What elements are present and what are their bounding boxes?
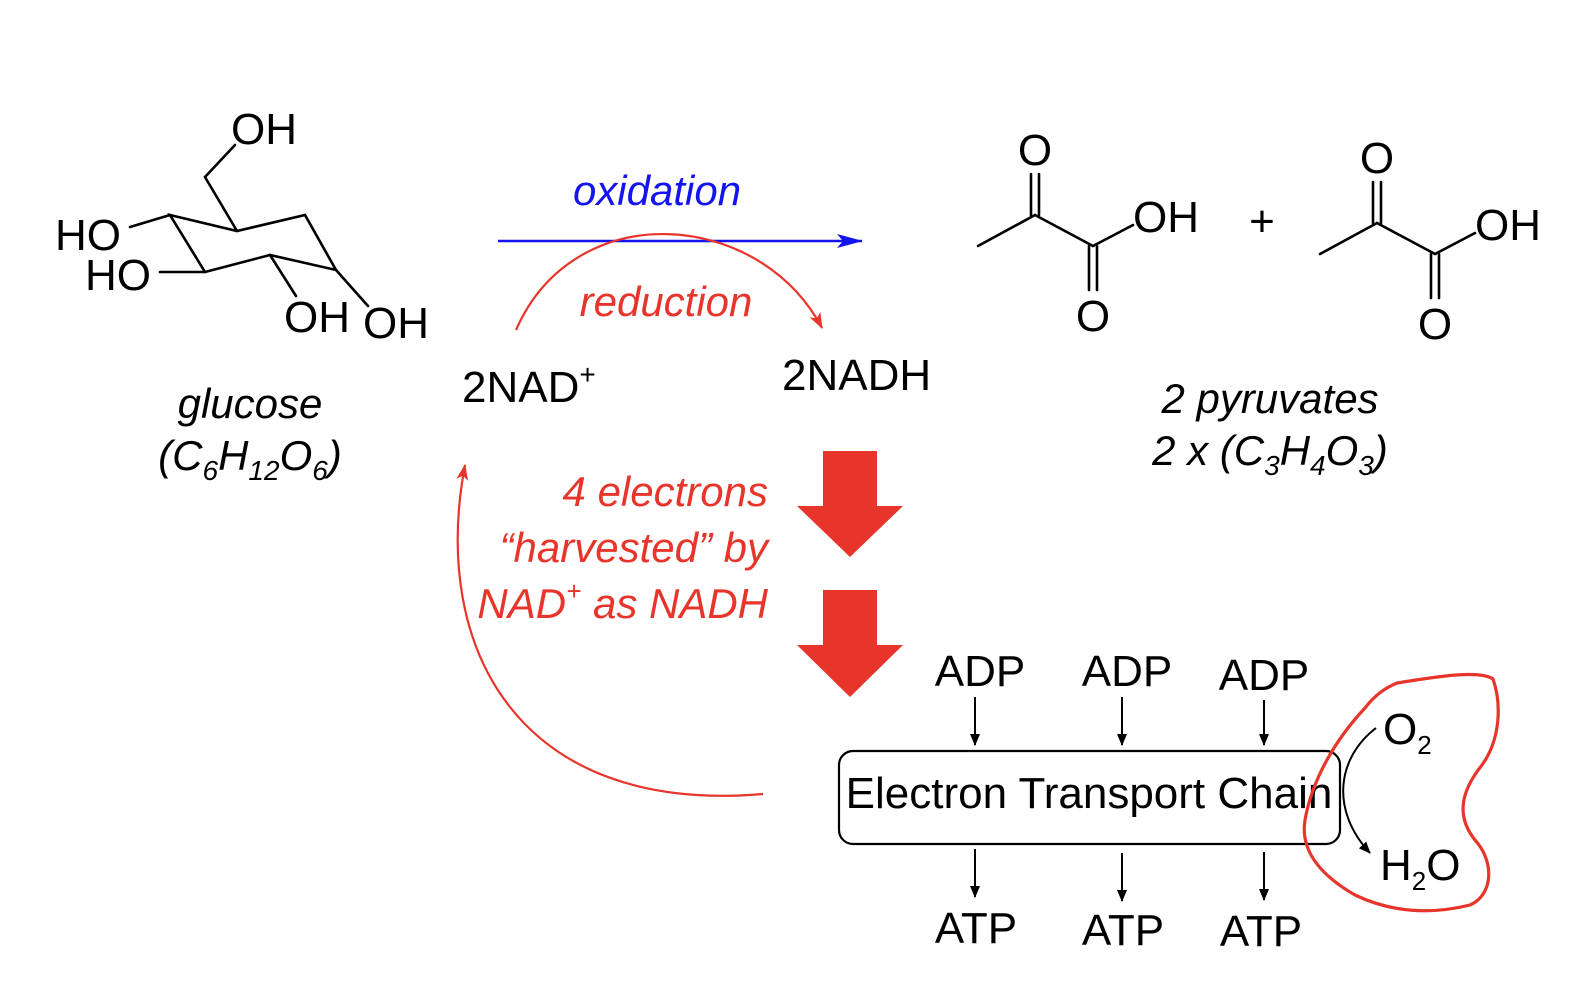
glucose-oh-bottom-1: OH (284, 293, 350, 342)
glucose-ring (167, 213, 339, 274)
harvest-line-2: “harvested” by (500, 524, 771, 571)
adp-label-2: ADP (1082, 647, 1172, 696)
pyruvate-structure-2: O OH O (1318, 134, 1541, 349)
atp-label-3: ATP (1220, 907, 1302, 956)
adp-label-3: ADP (1219, 651, 1309, 700)
oxidation-label: oxidation (573, 167, 741, 214)
glucose-ch2-bond (203, 175, 239, 233)
glucose-ho-2: HO (85, 251, 151, 300)
flow-arrow-1 (797, 451, 903, 557)
adp-label-1: ADP (935, 647, 1025, 696)
atp-label-1: ATP (935, 904, 1017, 953)
pyruvate-formula: 2 x (C3H4O3) (1151, 427, 1388, 481)
glucose-structure: OH HO HO OH OH (55, 105, 429, 348)
nadh-label: 2NADH (782, 351, 931, 400)
glucose-name: glucose (178, 380, 323, 427)
nad-plus-label: 2NAD+ (462, 359, 596, 412)
glucose-ho-1: HO (55, 211, 121, 260)
h2o-label: H2O (1380, 841, 1460, 896)
regeneration-arc-arrow (456, 464, 764, 797)
pyruvate1-o-bottom: O (1076, 292, 1110, 341)
handdrawn-circle-annotation (1302, 672, 1500, 913)
reduction-arc-arrow (514, 233, 823, 331)
pyruvate2-o-top: O (1360, 134, 1394, 183)
pyruvate2-oh: OH (1475, 201, 1541, 250)
reduction-label: reduction (580, 278, 753, 325)
pyruvate-name: 2 pyruvates (1160, 375, 1378, 422)
pyruvate-structure-1: O OH O (976, 126, 1199, 341)
pyruvate1-o-top: O (1018, 126, 1052, 175)
glucose-oh2-bond (334, 268, 370, 308)
glucose-formula: (C6H12O6) (158, 432, 342, 486)
glucose-ho1-bond (128, 213, 172, 229)
flow-arrow-2 (797, 590, 903, 697)
pyruvate2-o-bottom: O (1418, 300, 1452, 349)
etc-label: Electron Transport Chain (846, 769, 1333, 818)
harvest-line-3: NAD+ as NADH (477, 576, 768, 627)
glucose-oh1-bond (268, 253, 298, 298)
pyruvate-plus: + (1249, 197, 1275, 246)
glucose-ch2oh-bond (203, 143, 237, 179)
pyruvate1-oh: OH (1133, 193, 1199, 242)
etc-group: ADP ADP ADP Electron Transport Chain ATP… (837, 647, 1460, 956)
glucose-oh-top: OH (231, 105, 297, 154)
o2-label: O2 (1383, 705, 1432, 760)
glucose-oh-bottom-2: OH (363, 299, 429, 348)
atp-label-2: ATP (1082, 906, 1164, 955)
o2-to-h2o-arrow (1342, 727, 1377, 854)
etc-box (837, 749, 1342, 846)
harvest-line-1: 4 electrons (563, 468, 768, 515)
